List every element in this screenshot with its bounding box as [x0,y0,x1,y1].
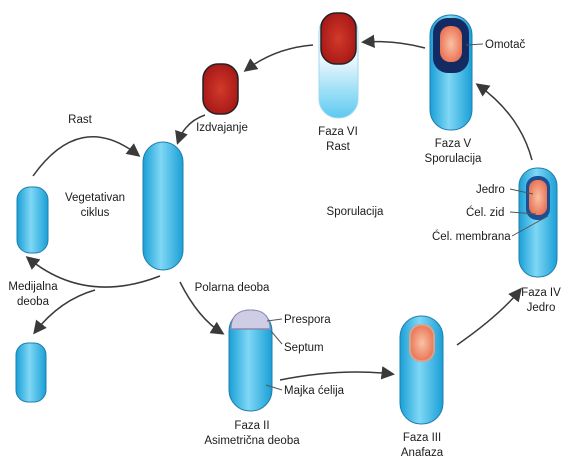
arrow-phase3-to-4 [456,287,522,346]
label-cel-zid: Ćel. zid [466,206,504,219]
arrow-phase6-to-release [243,44,314,72]
leader-prespora [266,318,283,322]
phase-5-cell [429,14,473,131]
arrow-phase4-to-5 [475,83,533,161]
arrow-phase5-to-6 [361,34,426,49]
prespore-cap [230,309,271,330]
label-faza5-sub: Sporulacija [425,153,482,165]
label-omotac: Omotač [485,39,526,51]
label-faza2-sub: Asimetrična deoba [204,435,300,447]
leader-omotac [465,43,484,46]
label-faza3-sub: Anafaza [401,447,444,459]
phase-2-cell [228,309,273,412]
vegetative-cell-small-bottom [15,342,47,403]
label-medijalna: Medijalna [8,281,58,293]
label-majka-celija: Majka ćelija [284,385,345,397]
label-prespora: Prespora [284,314,331,326]
arrow-to-bottom-cell [33,289,96,335]
label-rast-top: Rast [68,114,92,126]
label-faza6-title: Faza VI [318,126,358,138]
arrow-rast [32,136,141,177]
leader-cel-zid [509,211,537,215]
label-deoba: deoba [17,296,50,308]
leader-cel-membrana [511,215,549,237]
forespore [409,324,435,362]
arrow-release-to-growth [175,114,206,145]
vegetative-cell-small-top [16,186,49,254]
label-sporulacija-center: Sporulacija [327,206,384,218]
spore-core [440,26,462,62]
arrow-polarna-deoba [179,281,225,335]
label-faza4-title: Faza IV [521,287,561,299]
label-faza5-title: Faza V [435,138,472,150]
forespore-core [529,180,547,215]
leader-jedro [509,188,534,195]
phase-3-cell [399,315,444,425]
label-vegetativan: Vegetativan [65,192,125,204]
leader-septum [270,330,283,345]
label-faza3-title: Faza III [403,432,441,444]
label-polarna-deoba: Polarna deoba [195,282,270,294]
vegetative-cell-large [142,141,184,271]
phase-4-cell [518,167,558,278]
label-faza4-sub: Jedro [527,302,556,314]
label-jedro: Jedro [476,184,505,196]
label-faza2-title: Faza II [234,420,269,432]
label-septum: Septum [284,342,324,354]
arrow-medijalna-deoba [25,256,161,288]
label-cel-membrana: Ćel. membrana [432,230,511,243]
germinating-spore [320,12,357,65]
label-izdvajanje: Izdvajanje [196,122,248,134]
released-spore [202,63,239,115]
label-faza6-sub: Rast [326,141,350,153]
arrow-phase2-to-3 [279,366,395,381]
label-ciklus: ciklus [81,207,110,219]
phase-6-cell [318,12,359,119]
leader-majka-celija [265,384,283,391]
